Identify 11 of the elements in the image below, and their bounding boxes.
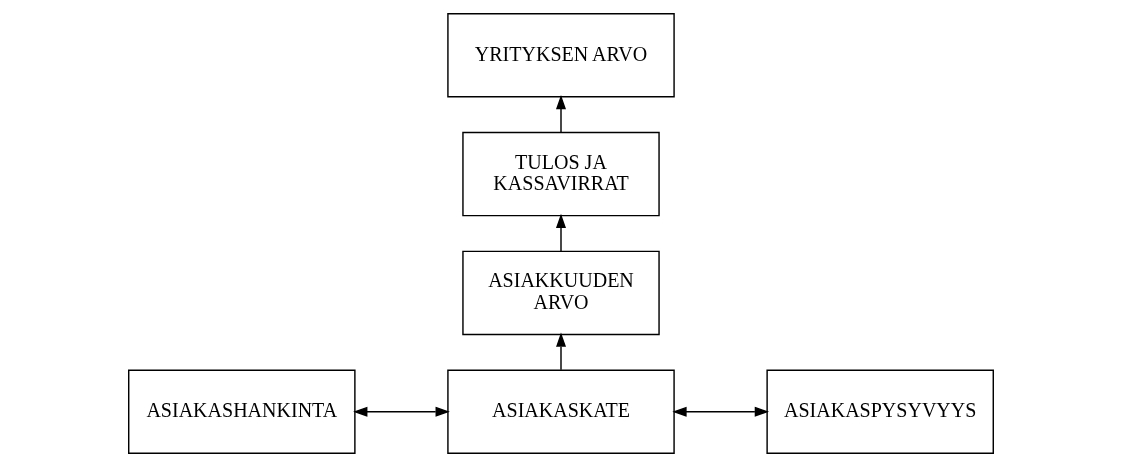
node-box: ASIAKASKATE bbox=[447, 369, 675, 454]
arrow bbox=[556, 213, 566, 252]
arrow bbox=[353, 406, 450, 417]
node-box: ASIAKASHANKINTA bbox=[128, 369, 356, 454]
arrow bbox=[556, 332, 566, 371]
arrow bbox=[556, 94, 566, 133]
arrow bbox=[672, 406, 770, 417]
node-box: ASIAKASPYSYVYYS bbox=[766, 369, 994, 454]
node-box: ASIAKKUUDEN ARVO bbox=[462, 250, 660, 336]
node-box: TULOS JA KASSAVIRRAT bbox=[462, 131, 660, 217]
node-box: YRITYKSEN ARVO bbox=[447, 13, 675, 98]
